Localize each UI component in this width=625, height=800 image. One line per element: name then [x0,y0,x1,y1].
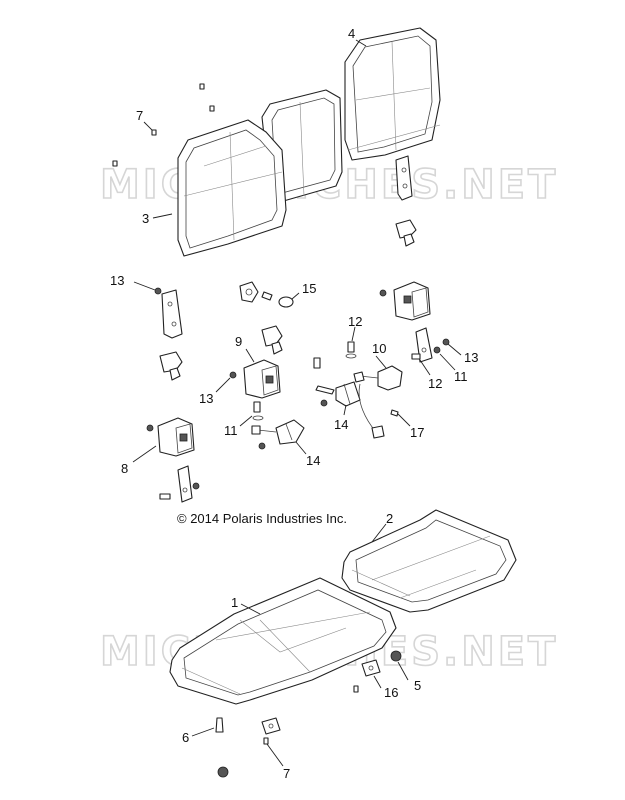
copyright-notice: © 2014 Polaris Industries Inc. [177,511,347,526]
seat-belt-buckle-upper-right [395,219,417,247]
leader-lines [132,39,462,767]
nut-lower-center [258,442,266,450]
callout-6: 6 [182,730,189,745]
seat-bottom-right [341,509,517,613]
nut-right-top [379,289,387,297]
callout-7-upper: 7 [136,108,143,123]
callout-11-right: 11 [454,369,468,384]
callout-14-upper: 14 [334,417,348,432]
screw-17 [390,409,399,417]
callout-15: 15 [302,281,316,296]
nut-lower-left [192,482,200,490]
callout-2: 2 [386,511,393,526]
callout-17: 17 [410,425,424,440]
seat-belt-retractor-right [393,281,431,321]
seat-belt-bracket-upper-right [395,155,413,201]
seat-backrest-right [344,27,441,161]
washer-12a [345,353,357,359]
callout-9: 9 [235,334,242,349]
screw-center-1 [261,291,273,301]
pin-6 [215,717,224,733]
bolt-12a [347,341,355,353]
bolt-center-upper [313,357,321,369]
callout-13-left: 13 [110,273,124,288]
seat-belt-assembly-10 [353,365,403,439]
seat-belt-buckle-center [261,325,283,355]
washer-lower [252,415,264,421]
callout-5: 5 [414,678,421,693]
callout-10: 10 [372,341,386,356]
screw-7-lower [263,737,269,745]
callout-12-center: 12 [348,314,362,329]
seat-belt-buckle-left [159,351,183,381]
callout-13-center: 13 [199,391,213,406]
callout-13-right: 13 [464,350,478,365]
callout-14-lower: 14 [306,453,320,468]
callout-8: 8 [121,461,128,476]
cap-5 [390,650,402,662]
nut-13a [154,287,162,295]
callout-11-lower: 11 [224,423,238,438]
callout-3: 3 [142,211,149,226]
nut-8 [146,424,154,432]
callout-1: 1 [231,595,238,610]
screw-backrest-2 [209,105,215,112]
bracket-16 [361,659,381,677]
seat-belt-assembly-14-lower [251,419,305,445]
callout-16: 16 [384,685,398,700]
cap-15 [278,296,294,308]
screw-backrest-3 [151,129,157,136]
screw-backrest-4 [112,160,118,167]
nut-11a [433,346,441,354]
seat-belt-bracket-lower-left [177,465,193,503]
grommet-lower [217,766,229,778]
nut-13c [442,338,450,346]
seat-belt-retractor-9 [243,359,281,399]
bolt-lower-left [159,493,171,500]
bolt-11-lower [253,401,261,413]
seat-belt-retractor-8 [157,417,195,457]
anchor-plate-15-area [239,281,259,303]
seat-belt-bracket-left [161,289,183,339]
nut-13b [229,371,237,379]
bolt-12b [411,353,421,360]
screw-backrest-1 [199,83,205,90]
seat-bottom-left [169,577,397,705]
screw-16 [353,685,359,693]
bracket-7-lower [261,717,281,735]
seat-backrest-left [177,119,287,257]
seat-belt-assembly-14-upper [315,381,361,407]
callout-4: 4 [348,26,355,41]
callout-7-lower: 7 [283,766,290,781]
nut-center-upper [320,399,328,407]
callout-12-right: 12 [428,376,442,391]
